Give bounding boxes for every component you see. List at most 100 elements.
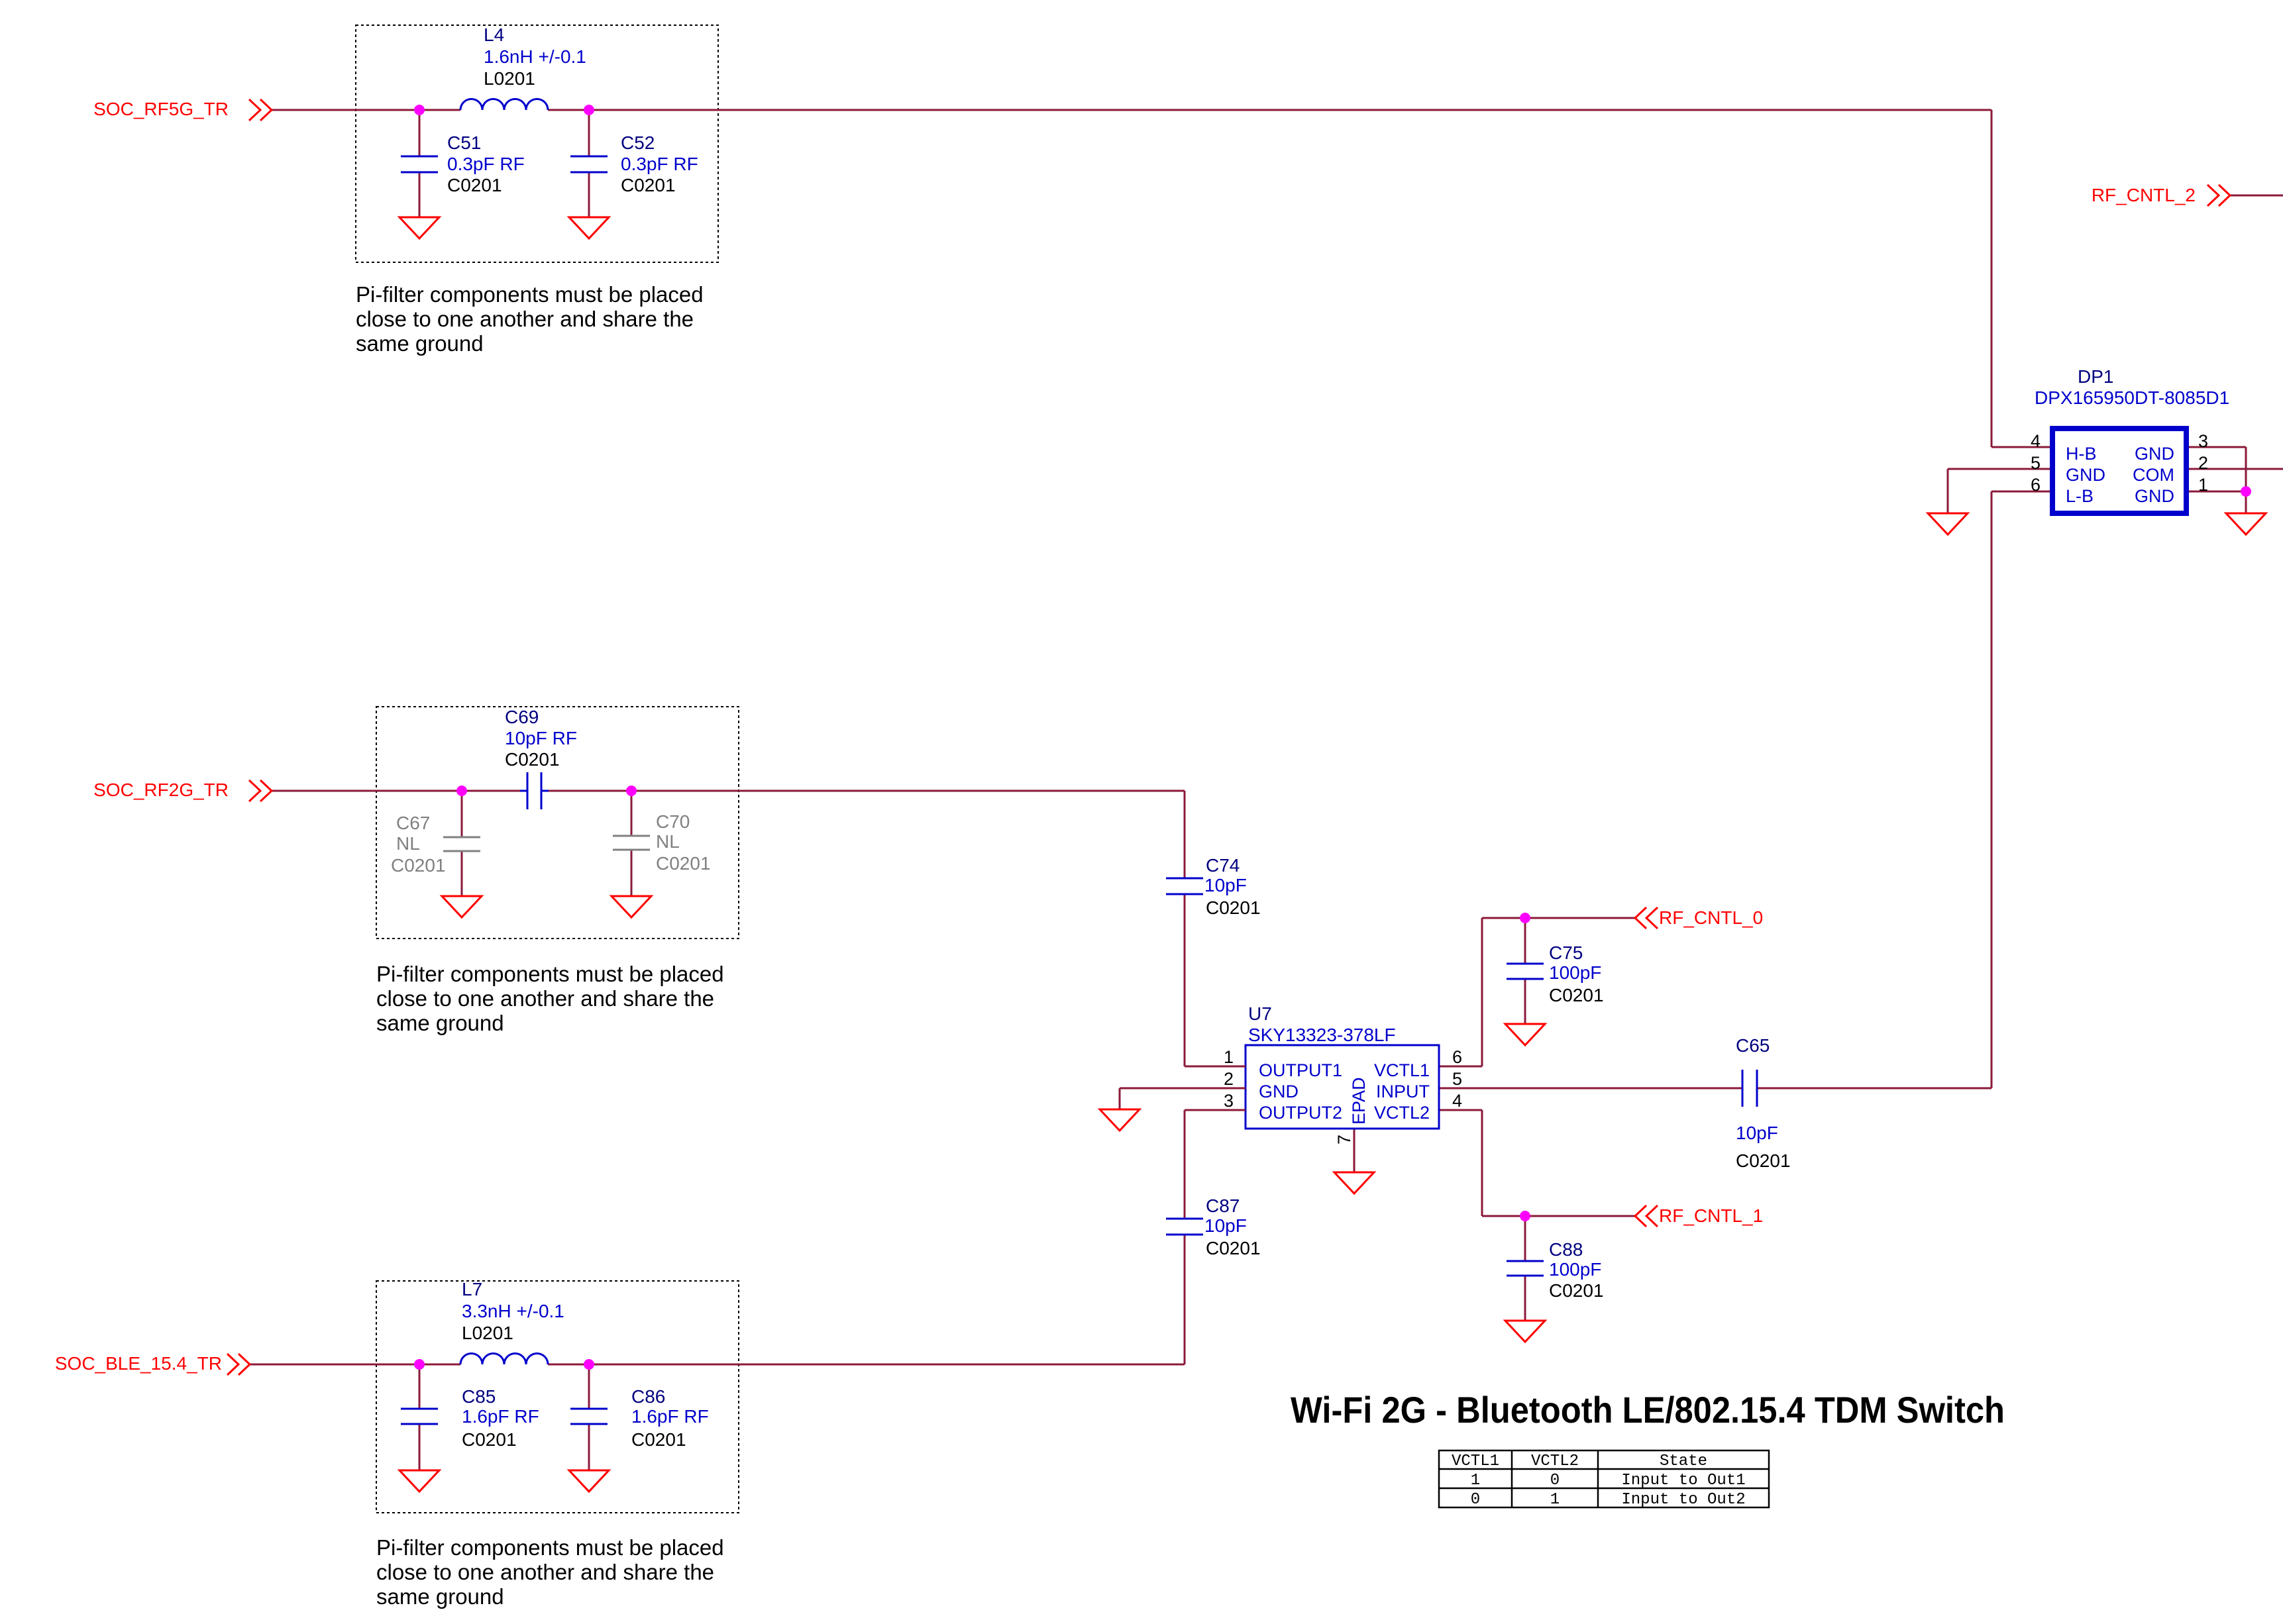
table-header: State (1660, 1452, 1707, 1470)
dp1-pin-num: 1 (2198, 475, 2208, 495)
l4-package: L0201 (484, 68, 535, 89)
u7-pin-name: OUTPUT2 (1259, 1103, 1342, 1123)
c75-value: 100pF (1549, 962, 1601, 983)
table-cell: 0 (1471, 1491, 1480, 1509)
dp1-pin-name: H-B (2066, 444, 2097, 464)
port-label-rf-cntl-2: RF_CNTL_2 (2092, 185, 2196, 205)
dp1-pin-num: 5 (2031, 453, 2041, 473)
capacitor-c65 (1741, 1070, 1758, 1107)
c69-ref: C69 (505, 707, 539, 727)
pi-filter-box-rf2g (376, 706, 739, 939)
pi-filter-box-ble (376, 1280, 739, 1513)
capacitor-c85 (401, 1407, 438, 1425)
table-header: VCTL1 (1452, 1452, 1499, 1470)
dp1-ref: DP1 (2078, 366, 2113, 387)
u7-epad-label: EPAD (1349, 1077, 1369, 1125)
table-cell: 0 (1550, 1472, 1560, 1490)
ground-symbol (1503, 1023, 1548, 1047)
c86-value: 1.6pF RF (631, 1406, 709, 1427)
c65-package: C0201 (1736, 1150, 1791, 1171)
dp1-pin-name: L-B (2066, 486, 2094, 506)
port-arrow-icon (1633, 906, 1659, 930)
ground-symbol (439, 895, 484, 919)
dp1-pin-name: GND (2066, 465, 2105, 485)
port-label-rf-cntl-0: RF_CNTL_0 (1659, 907, 1763, 928)
capacitor-c87 (1166, 1217, 1203, 1236)
c88-ref: C88 (1549, 1239, 1583, 1260)
port-arrow-icon (226, 1352, 252, 1376)
c65-value: 10pF (1736, 1123, 1778, 1143)
u7-pin-num: 5 (1452, 1069, 1462, 1089)
c67-value: NL (396, 833, 420, 854)
c51-package: C0201 (447, 175, 502, 195)
u7-pin-name: VCTL1 (1374, 1060, 1430, 1080)
pi-filter-note: Pi-filter components must be placed clos… (376, 1535, 730, 1609)
port-label-soc-rf5g: SOC_RF5G_TR (93, 99, 229, 119)
dp1-pin-name: GND (2135, 486, 2174, 506)
c67-ref: C67 (396, 813, 430, 833)
c70-ref: C70 (656, 811, 690, 832)
c85-ref: C85 (462, 1386, 496, 1407)
u7-pin-num: 3 (1224, 1091, 1234, 1111)
u7-switch-body (1244, 1044, 1440, 1130)
l4-value: 1.6nH +/-0.1 (484, 46, 586, 67)
c70-value: NL (656, 831, 680, 852)
dp1-value: DPX165950DT-8085D1 (2035, 387, 2229, 408)
c51-value: 0.3pF RF (447, 154, 525, 174)
port-arrow-icon (248, 98, 274, 122)
l7-value: 3.3nH +/-0.1 (462, 1301, 564, 1321)
ground-symbol (397, 1469, 442, 1494)
c88-value: 100pF (1549, 1259, 1601, 1280)
ground-symbol (1097, 1108, 1142, 1133)
u7-ref: U7 (1248, 1003, 1272, 1024)
c52-value: 0.3pF RF (621, 154, 698, 174)
port-arrow-icon (2206, 183, 2232, 207)
capacitor-c86 (570, 1407, 608, 1425)
ground-symbol (1925, 512, 1970, 536)
page-title: Wi-Fi 2G - Bluetooth LE/802.15.4 TDM Swi… (1291, 1389, 2005, 1431)
u7-pin-num: 6 (1452, 1047, 1462, 1067)
c86-ref: C86 (631, 1386, 665, 1407)
capacitor-c69 (526, 772, 543, 809)
table-cell: 1 (1471, 1472, 1480, 1490)
pi-filter-note: Pi-filter components must be placed clos… (356, 282, 710, 356)
capacitor-c51 (401, 155, 438, 174)
dp1-pin-num: 3 (2198, 431, 2208, 451)
u7-pin-num: 2 (1224, 1069, 1234, 1089)
dp1-pin-num: 6 (2031, 475, 2041, 495)
table-cell: 1 (1550, 1491, 1560, 1509)
port-label-soc-ble: SOC_BLE_15.4_TR (55, 1353, 222, 1374)
l7-ref: L7 (462, 1279, 482, 1299)
truth-table: VCTL1 VCTL2 State 1 0 Input to Out1 0 1 … (1438, 1449, 1770, 1509)
table-cell: Input to Out2 (1621, 1491, 1745, 1509)
ground-symbol (397, 216, 442, 240)
c85-package: C0201 (462, 1429, 517, 1450)
c74-value: 10pF (1204, 875, 1247, 895)
capacitor-c67-nl (443, 836, 480, 852)
l4-ref: L4 (484, 25, 504, 45)
table-header: VCTL2 (1531, 1452, 1579, 1470)
port-arrow-icon (248, 779, 274, 803)
c67-package: C0201 (391, 855, 446, 876)
c65-ref: C65 (1736, 1035, 1770, 1056)
capacitor-c70-nl (613, 835, 650, 851)
c52-ref: C52 (621, 132, 655, 153)
table-cell: Input to Out1 (1621, 1472, 1745, 1490)
c51-ref: C51 (447, 132, 481, 153)
ground-symbol (2223, 512, 2268, 536)
capacitor-c52 (570, 155, 608, 174)
u7-epad-num: 7 (1334, 1135, 1354, 1144)
capacitor-c75 (1507, 962, 1544, 980)
l7-package: L0201 (462, 1323, 513, 1343)
u7-pin-name: GND (1259, 1082, 1299, 1101)
c87-ref: C87 (1206, 1195, 1240, 1216)
ground-symbol (1332, 1171, 1377, 1195)
ground-symbol (609, 895, 654, 919)
dp1-pin-num: 4 (2031, 431, 2041, 451)
c87-value: 10pF (1204, 1215, 1247, 1236)
c74-ref: C74 (1206, 855, 1240, 876)
dp1-pin-name: GND (2135, 444, 2174, 464)
c86-package: C0201 (631, 1429, 686, 1450)
junctions (414, 105, 2251, 1370)
